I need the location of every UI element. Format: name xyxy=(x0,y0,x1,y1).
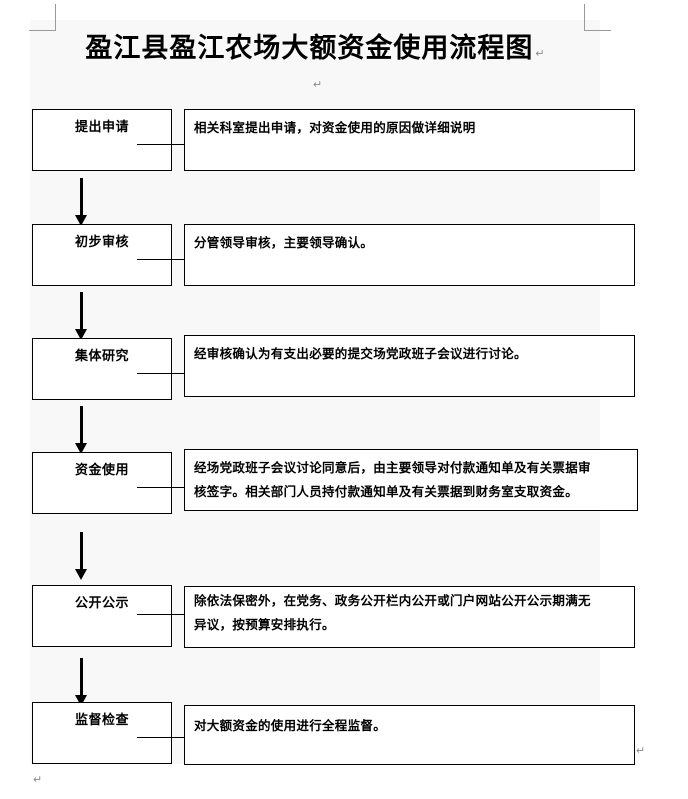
step-label-text-6: 监督检查 xyxy=(74,713,129,728)
step-description-box-1[interactable]: 相关科室提出申请，对资金使用的原因做详细说明 xyxy=(184,109,635,171)
step-description-box-6[interactable]: 对大额资金的使用进行全程监督。 xyxy=(184,705,635,765)
step-label-text-5: 公开公示 xyxy=(74,596,129,611)
paragraph-mark-end-icon: ↵ xyxy=(636,745,646,757)
step-description-box-3[interactable]: 经审核确认为有支出必要的提交场党政班子会议进行讨论。 xyxy=(184,335,635,397)
crop-mark-top-right-icon xyxy=(584,4,611,31)
paragraph-mark-document-end-icon: ↵ xyxy=(33,774,43,786)
paragraph-mark-title-icon: ↵ xyxy=(535,48,545,60)
step-label-box-2[interactable]: 初步审核 xyxy=(32,224,172,286)
step-description-line-6-1: 对大额资金的使用进行全程监督。 xyxy=(194,718,387,733)
paragraph-mark-blank-line-icon: ↵ xyxy=(313,79,323,91)
step-label-box-6[interactable]: 监督检查 xyxy=(32,702,172,764)
connector-line-4 xyxy=(137,487,185,488)
page-title: 盈江县盈江农场大额资金使用流程图↵ xyxy=(30,26,600,65)
step-label-box-5[interactable]: 公开公示 xyxy=(32,585,172,647)
step-description-line-5-2: 异议，按预算安排执行。 xyxy=(194,617,335,632)
step-description-line-4-2: 核签字。相关部门人员持付款通知单及有关票据到财务室支取资金。 xyxy=(194,484,579,499)
step-description-line-5-1: 除依法保密外，在党务、政务公开栏内公开或门户网站公开公示期满无 xyxy=(194,593,591,608)
connector-line-6 xyxy=(137,737,185,738)
connector-line-2 xyxy=(137,259,185,260)
step-description-box-5[interactable]: 除依法保密外，在党务、政务公开栏内公开或门户网站公开公示期满无 异议，按预算安排… xyxy=(184,586,635,648)
step-description-line-1-1: 相关科室提出申请，对资金使用的原因做详细说明 xyxy=(194,120,476,135)
connector-line-5 xyxy=(137,614,185,615)
step-label-text-3: 集体研究 xyxy=(74,349,129,364)
crop-mark-top-left-icon xyxy=(29,4,56,31)
step-label-text-4: 资金使用 xyxy=(74,463,129,478)
step-description-box-2[interactable]: 分管领导审核，主要领导确认。 xyxy=(184,224,635,286)
step-label-box-3[interactable]: 集体研究 xyxy=(32,338,172,400)
step-description-line-2-1: 分管领导审核，主要领导确认。 xyxy=(194,235,374,250)
step-description-line-3-1: 经审核确认为有支出必要的提交场党政班子会议进行讨论。 xyxy=(194,346,527,361)
step-label-box-1[interactable]: 提出申请 xyxy=(32,109,172,171)
step-description-box-4[interactable]: 经场党政班子会议讨论同意后，由主要领导对付款通知单及有关票据审 核签字。相关部门… xyxy=(184,449,638,511)
step-label-text-1: 提出申请 xyxy=(74,120,129,135)
step-label-box-4[interactable]: 资金使用 xyxy=(32,452,172,514)
connector-line-1 xyxy=(137,144,185,145)
connector-line-3 xyxy=(137,373,185,374)
step-label-text-2: 初步审核 xyxy=(74,235,129,250)
step-description-line-4-1: 经场党政班子会议讨论同意后，由主要领导对付款通知单及有关票据审 xyxy=(194,460,591,475)
page-title-text: 盈江县盈江农场大额资金使用流程图 xyxy=(85,33,534,64)
